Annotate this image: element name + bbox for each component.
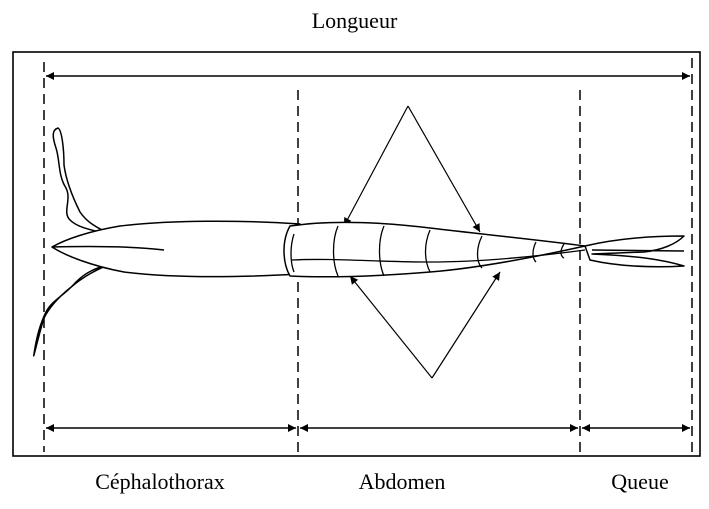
antenna-lower	[34, 264, 110, 356]
cephalothorax-label: Céphalothorax	[95, 469, 225, 495]
shrimp-body	[34, 128, 684, 356]
shrimp-measurement-diagram	[0, 0, 709, 460]
abdomen-shape	[284, 222, 585, 276]
tail-label: Queue	[611, 469, 668, 495]
abdomen-label: Abdomen	[359, 469, 446, 495]
antenna-upper	[53, 128, 112, 235]
